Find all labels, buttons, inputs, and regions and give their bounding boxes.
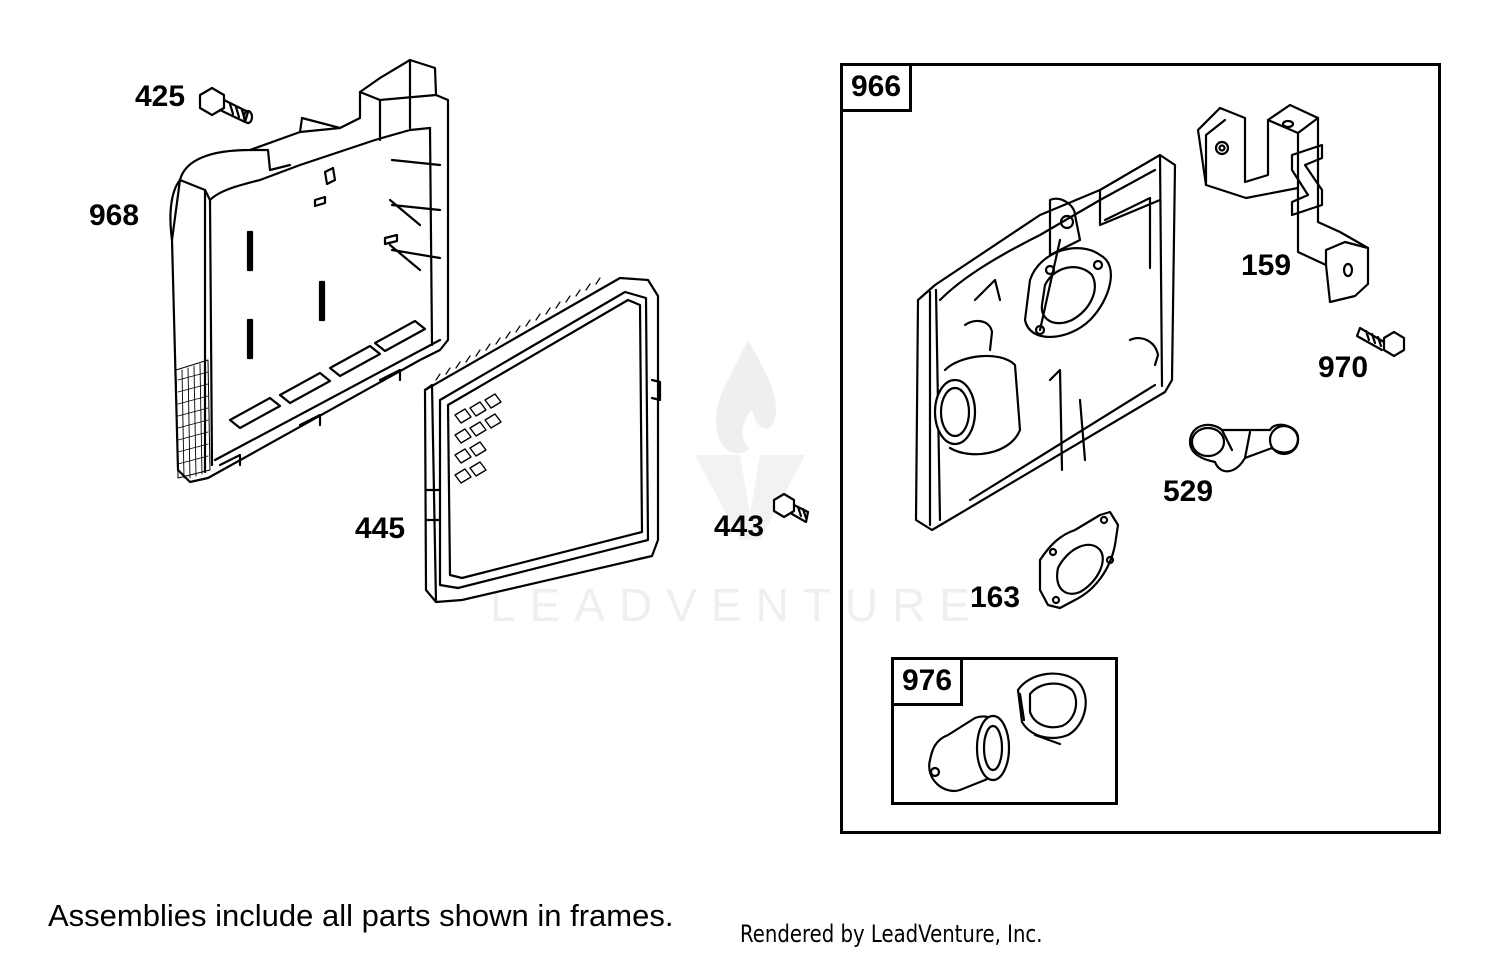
part-966-air-cleaner-base	[914, 153, 1177, 532]
part-label-970[interactable]: 970	[1318, 351, 1369, 384]
leadventure-watermark-text: LEADVENTURE	[490, 579, 984, 631]
part-label-159[interactable]: 159	[1241, 249, 1292, 282]
part-label-443[interactable]: 443	[714, 510, 765, 543]
part-445-air-filter	[423, 276, 662, 604]
part-label-163[interactable]: 163	[970, 581, 1021, 614]
part-163-gasket	[1038, 510, 1120, 610]
footer-note: Assemblies include all parts shown in fr…	[48, 898, 674, 933]
part-443-screw	[772, 492, 810, 524]
part-label-425[interactable]: 425	[135, 80, 186, 113]
frame-966: 966	[840, 63, 1441, 834]
part-968-air-cleaner-cover	[169, 58, 450, 484]
part-label-529[interactable]: 529	[1163, 475, 1214, 508]
frame-976-label: 976	[894, 660, 964, 706]
part-159-bracket	[1196, 103, 1370, 304]
part-label-445[interactable]: 445	[355, 512, 406, 545]
leadventure-logo-watermark	[695, 340, 805, 540]
part-label-968[interactable]: 968	[89, 199, 140, 232]
part-976-primer-bulb	[928, 672, 1087, 793]
part-970-screw	[1355, 326, 1406, 358]
frame-966-label: 966	[843, 66, 913, 112]
part-425-screw	[198, 86, 254, 125]
part-529-breather-tube	[1188, 423, 1300, 473]
footer-credit: Rendered by LeadVenture, Inc.	[740, 920, 1043, 948]
frame-976: 976	[891, 657, 1118, 805]
